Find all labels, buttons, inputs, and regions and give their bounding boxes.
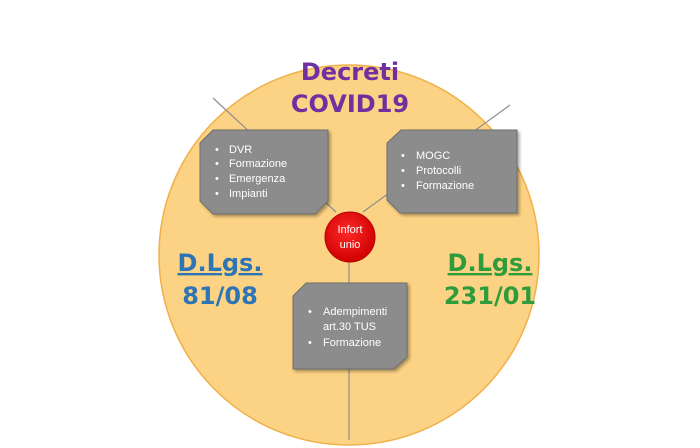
title-line1: Decreti	[301, 58, 399, 86]
right-law-label-line2: 231/01	[444, 282, 536, 310]
bullet-icon: •	[401, 165, 405, 177]
box-top-right-list: • MOGC • Protocolli • Formazione	[401, 150, 474, 192]
bullet-icon: •	[215, 188, 219, 200]
box-top-right-item: MOGC	[416, 150, 450, 162]
box-bottom-item: Adempimenti	[323, 306, 387, 318]
box-bottom-list: • Adempimenti art.30 TUS • Formazione	[308, 306, 387, 349]
box-top-right	[386, 129, 518, 214]
bullet-icon: •	[308, 337, 312, 349]
right-law-label-line1: D.Lgs.	[448, 249, 533, 277]
center-circle	[324, 211, 376, 263]
box-top-left-item: Formazione	[229, 158, 287, 170]
left-law-label-line1: D.Lgs.	[178, 249, 263, 277]
box-bottom-item: art.30 TUS	[323, 321, 376, 333]
box-top-left-item: Emergenza	[229, 173, 286, 185]
bullet-icon: •	[308, 306, 312, 318]
box-bottom	[292, 282, 408, 370]
bullet-icon: •	[215, 158, 219, 170]
box-top-left-item: Impianti	[229, 188, 268, 200]
box-bottom-item: Formazione	[323, 337, 381, 349]
box-top-right-item: Formazione	[416, 180, 474, 192]
bullet-icon: •	[215, 173, 219, 185]
box-top-right-item: Protocolli	[416, 165, 461, 177]
bullet-icon: •	[215, 144, 219, 156]
title-line2: COVID19	[291, 90, 409, 118]
bullet-icon: •	[401, 150, 405, 162]
box-top-left-list: • DVR • Formazione • Emergenza • Impiant…	[215, 144, 287, 200]
box-top-left-item: DVR	[229, 144, 252, 156]
left-law-label-line2: 81/08	[182, 282, 258, 310]
bullet-icon: •	[401, 180, 405, 192]
center-label-line1: Infort	[337, 224, 362, 236]
box-top-left	[199, 129, 329, 215]
center-label-line2: unio	[340, 239, 361, 251]
